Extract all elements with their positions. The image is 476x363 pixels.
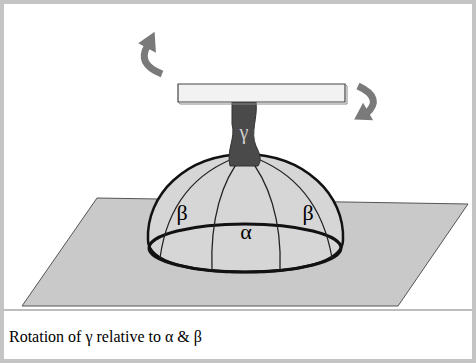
caption: Rotation of γ relative to α & β [9,328,202,346]
subunit-label: α [240,221,252,243]
rotation-arrow [349,86,373,128]
rotation-arrow [138,32,165,74]
rotor-bar [178,84,345,102]
subunit-dividers [160,156,332,270]
subunit-label: γ [240,122,249,142]
caption-divider [4,309,472,311]
alpha-beta-hexamer [148,154,343,272]
subunit-label: β [302,202,313,224]
subunit-label: β [176,202,187,224]
gamma-stalk [229,102,260,166]
bar-shadow [178,84,347,104]
